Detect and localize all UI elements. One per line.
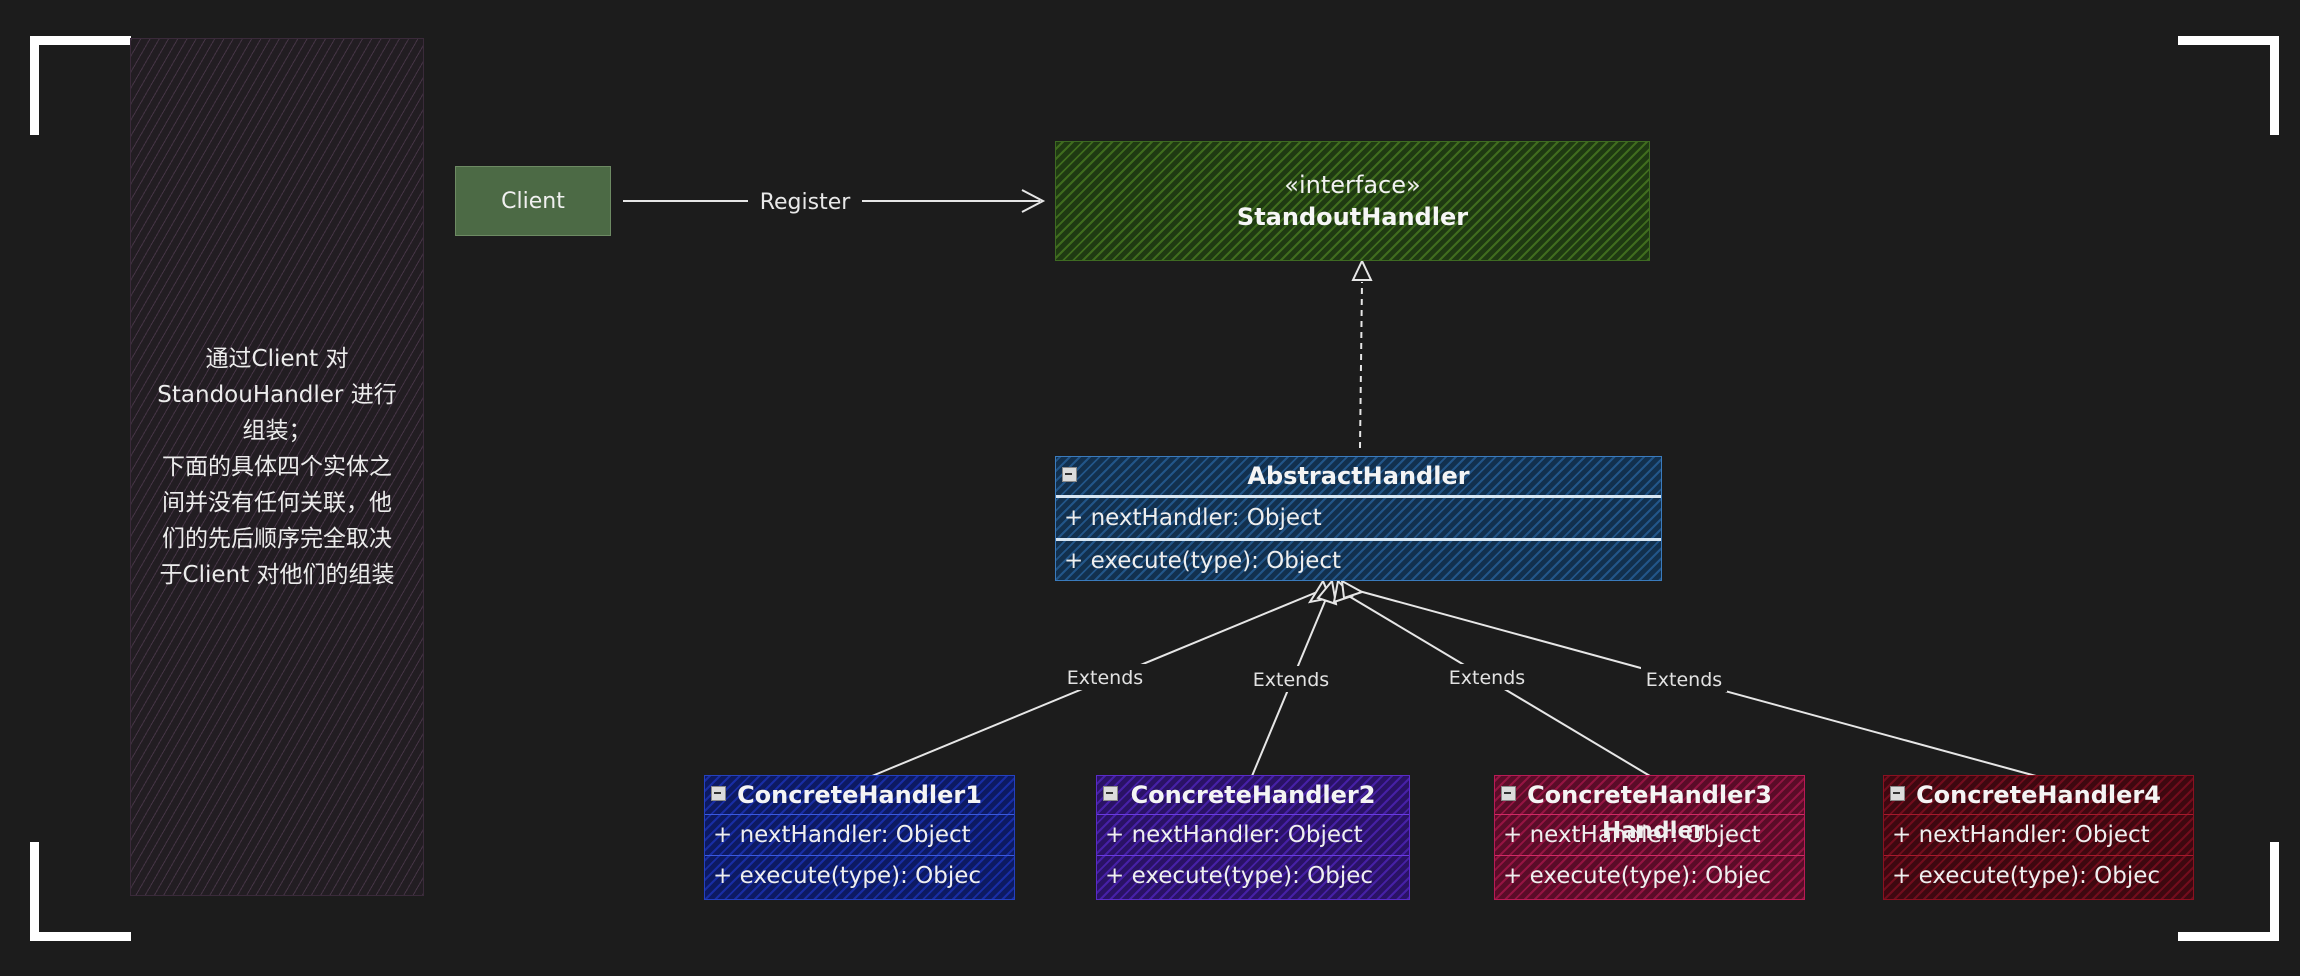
concrete-handler-4-class[interactable]: ConcreteHandler4 + nextHandler: Object +… <box>1883 775 2194 900</box>
standout-handler-interface[interactable]: «interface» StandoutHandler <box>1055 141 1650 261</box>
class-field: + nextHandler: Object <box>705 814 1014 855</box>
collapse-icon[interactable] <box>711 786 726 801</box>
class-method: + execute(type): Objec <box>1495 855 1804 896</box>
class-header: ConcreteHandler1 <box>705 776 1014 814</box>
class-name: ConcreteHandler1 <box>737 781 982 809</box>
note-line: 通过Client 对 <box>205 346 349 372</box>
frame-corner-bottom-left <box>30 842 131 941</box>
concrete-handler-3-class[interactable]: ConcreteHandler3 + nextHandler: Object +… <box>1494 775 1805 900</box>
class-header: ConcreteHandler3 <box>1495 776 1804 814</box>
extends-arrowhead-4 <box>1340 579 1365 600</box>
class-name: ConcreteHandler2 <box>1130 781 1376 809</box>
class-method: + execute(type): Objec <box>705 855 1014 896</box>
client-label: Client <box>501 188 565 214</box>
class-name: ConcreteHandler4 <box>1916 781 2161 809</box>
class-name: ConcreteHandler3 <box>1527 781 1772 809</box>
note-line: 间并没有任何关联，他 <box>162 490 392 516</box>
class-header: AbstractHandler <box>1056 457 1661 495</box>
register-arrowhead <box>1021 189 1046 213</box>
frame-corner-top-left <box>30 36 131 135</box>
collapse-icon[interactable] <box>1501 786 1516 801</box>
frame-corner-top-right <box>2178 36 2279 135</box>
annotation-note[interactable]: 通过Client 对 StandouHandler 进行 组装； 下面的具体四个… <box>130 38 424 896</box>
note-line: StandouHandler 进行 <box>157 382 397 408</box>
realization-edge-line <box>1359 281 1363 449</box>
extends-label-3: Extends <box>1449 667 1525 689</box>
frame-corner-bottom-right <box>2178 842 2279 941</box>
client-node[interactable]: Client <box>455 166 611 236</box>
class-header: ConcreteHandler2 <box>1097 776 1409 814</box>
class-method: + execute(type): Object <box>1056 538 1661 581</box>
concrete-handler-2-class[interactable]: ConcreteHandler2 + nextHandler: Object +… <box>1096 775 1410 900</box>
realization-arrowhead <box>1351 258 1373 281</box>
overlapping-label: Handler <box>1602 818 1705 844</box>
class-header: ConcreteHandler4 <box>1884 776 2193 814</box>
collapse-icon[interactable] <box>1103 786 1118 801</box>
note-line: 下面的具体四个实体之 <box>162 454 392 480</box>
abstract-handler-class[interactable]: AbstractHandler + nextHandler: Object + … <box>1055 456 1662 581</box>
class-field: + nextHandler: Object <box>1884 814 2193 855</box>
note-line: 于Client 对他们的组装 <box>159 562 395 588</box>
class-name: AbstractHandler <box>1247 462 1470 490</box>
interface-stereotype: «interface» <box>1284 171 1421 199</box>
class-method: + execute(type): Objec <box>1097 855 1409 896</box>
concrete-handler-1-class[interactable]: ConcreteHandler1 + nextHandler: Object +… <box>704 775 1015 900</box>
extends-arrowhead-2 <box>1316 578 1338 606</box>
note-line: 们的先后顺序完全取决 <box>162 526 392 552</box>
extends-label-2: Extends <box>1253 669 1329 691</box>
class-method: + execute(type): Objec <box>1884 855 2193 896</box>
annotation-text: 通过Client 对 StandouHandler 进行 组装； 下面的具体四个… <box>137 341 417 593</box>
class-field: + nextHandler: Object <box>1495 814 1804 855</box>
class-field: + nextHandler: Object <box>1097 814 1409 855</box>
collapse-icon[interactable] <box>1890 786 1905 801</box>
register-label: Register <box>760 190 852 215</box>
interface-name: StandoutHandler <box>1236 203 1469 231</box>
extends-label-4: Extends <box>1646 669 1722 691</box>
note-line: 组装； <box>242 418 312 444</box>
class-field: + nextHandler: Object <box>1056 495 1661 538</box>
collapse-icon[interactable] <box>1062 467 1077 482</box>
extends-label-1: Extends <box>1067 667 1143 689</box>
